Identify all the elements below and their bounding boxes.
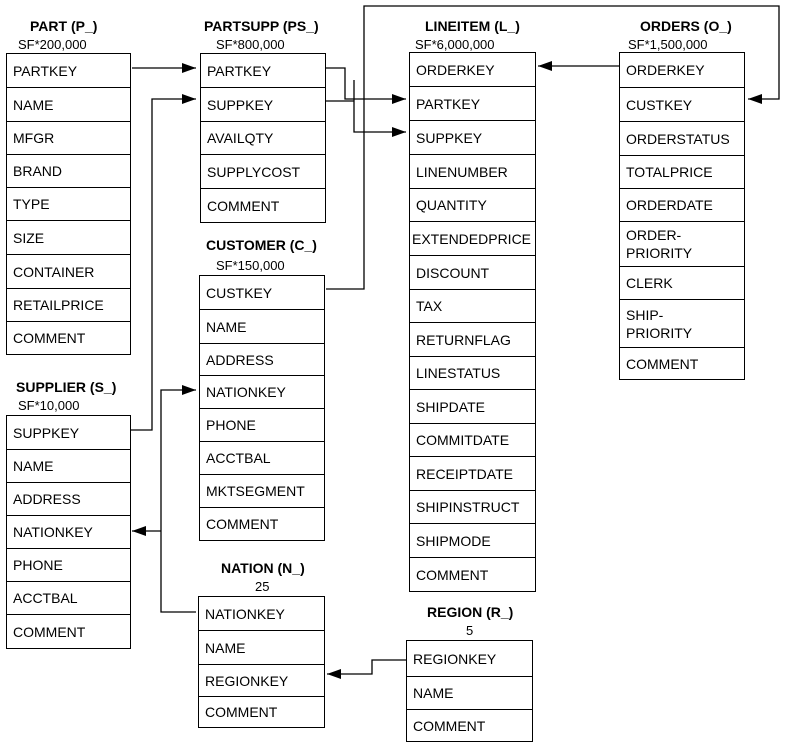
lineitem-column: QUANTITY [410, 188, 535, 221]
part-column: TYPE [7, 187, 130, 220]
region-cardinality: 5 [466, 623, 474, 638]
region-table-title: REGION (R_) [427, 604, 514, 620]
supplier-table-title: SUPPLIER (S_) [16, 379, 117, 395]
lineitem-column: DISCOUNT [410, 255, 535, 289]
lineitem-column: EXTENDEDPRICE [410, 221, 535, 255]
part-column: RETAILPRICE [7, 288, 130, 321]
lineitem-table-title: LINEITEM (L_) [425, 18, 520, 34]
customer-column: ACCTBAL [200, 441, 324, 474]
supplier-column: ACCTBAL [7, 581, 130, 614]
partsupp-lineitem-partkey-link [326, 67, 406, 104]
lineitem-column: LINESTATUS [410, 356, 535, 389]
part-column: MFGR [7, 121, 130, 154]
partsupp-column: SUPPLYCOST [201, 154, 325, 188]
partsupp-column: COMMENT [201, 188, 325, 222]
nation-customer-link [160, 385, 196, 613]
partsupp-table-title: PARTSUPP (PS_) [204, 18, 319, 34]
orders-column: ORDERSTATUS [620, 121, 744, 155]
supplier-partsupp-link [131, 94, 196, 431]
orders-column: COMMENT [620, 347, 744, 379]
lineitem-column: PARTKEY [410, 86, 535, 120]
orders-cardinality: SF*1,500,000 [628, 37, 708, 52]
part-column: COMMENT [7, 321, 130, 354]
orders-column: SHIP- PRIORITY [620, 299, 744, 347]
part-column: CONTAINER [7, 254, 130, 288]
lineitem-column: LINENUMBER [410, 154, 535, 188]
region-column: NAME [407, 676, 532, 709]
partsupp-cardinality: SF*800,000 [216, 37, 285, 52]
lineitem-column: SHIPDATE [410, 389, 535, 423]
customer-column: COMMENT [200, 507, 324, 540]
partsupp-lineitem-suppkey-link [326, 80, 406, 137]
orders-column: TOTALPRICE [620, 155, 744, 188]
supplier-column: ADDRESS [7, 482, 130, 515]
customer-column: NAME [200, 309, 324, 343]
lineitem-column: TAX [410, 289, 535, 322]
lineitem-column: SHIPINSTRUCT [410, 490, 535, 523]
part-column: SIZE [7, 220, 130, 254]
supplier-column: NAME [7, 449, 130, 482]
supplier-cardinality: SF*10,000 [18, 398, 80, 413]
partsupp-column: PARTKEY [207, 62, 272, 79]
partsupp-column: AVAILQTY [201, 121, 325, 154]
part-cardinality: SF*200,000 [18, 37, 87, 52]
nation-cardinality: 25 [255, 579, 270, 594]
lineitem-column: ORDERKEY [416, 61, 495, 78]
nation-column: NATIONKEY [205, 605, 285, 622]
nation-column: REGIONKEY [199, 664, 324, 696]
lineitem-column: RECEIPTDATE [410, 456, 535, 490]
part-column: NAME [7, 87, 130, 121]
lineitem-column: SUPPKEY [410, 120, 535, 154]
lineitem-column: RETURNFLAG [410, 322, 535, 356]
nation-table-title: NATION (N_) [221, 560, 305, 576]
customer-column: MKTSEGMENT [200, 474, 324, 507]
customer-table-title: CUSTOMER (C_) [206, 237, 317, 253]
partsupp-column: SUPPKEY [201, 87, 325, 121]
orders-column: ORDER- PRIORITY [620, 221, 744, 266]
customer-cardinality: SF*150,000 [216, 258, 285, 273]
region-column: REGIONKEY [413, 650, 497, 667]
orders-column: CUSTKEY [620, 87, 744, 121]
nation-column: COMMENT [199, 696, 324, 727]
supplier-column: NATIONKEY [7, 515, 130, 548]
lineitem-column: SHIPMODE [410, 523, 535, 557]
region-nation-link [327, 659, 407, 679]
customer-column: CUSTKEY [206, 284, 273, 301]
orders-column: ORDERKEY [626, 62, 705, 78]
lineitem-column: COMMENT [410, 557, 535, 591]
customer-column: NATIONKEY [200, 375, 324, 408]
lineitem-cardinality: SF*6,000,000 [415, 37, 495, 52]
nation-column: NAME [199, 630, 324, 664]
customer-column: ADDRESS [200, 343, 324, 375]
customer-orders-link [326, 5, 780, 290]
supplier-column: SUPPKEY [13, 424, 80, 441]
orders-table-title: ORDERS (O_) [640, 18, 732, 34]
part-column: BRAND [7, 154, 130, 187]
customer-column: PHONE [200, 408, 324, 441]
orders-column: CLERK [620, 266, 744, 299]
part-table-title: PART (P_) [30, 18, 98, 34]
supplier-column: COMMENT [7, 614, 130, 648]
supplier-column: PHONE [7, 548, 130, 581]
region-column: COMMENT [407, 709, 532, 741]
orders-column: ORDERDATE [620, 188, 744, 221]
lineitem-column: COMMITDATE [410, 423, 535, 456]
part-column: PARTKEY [13, 62, 78, 79]
